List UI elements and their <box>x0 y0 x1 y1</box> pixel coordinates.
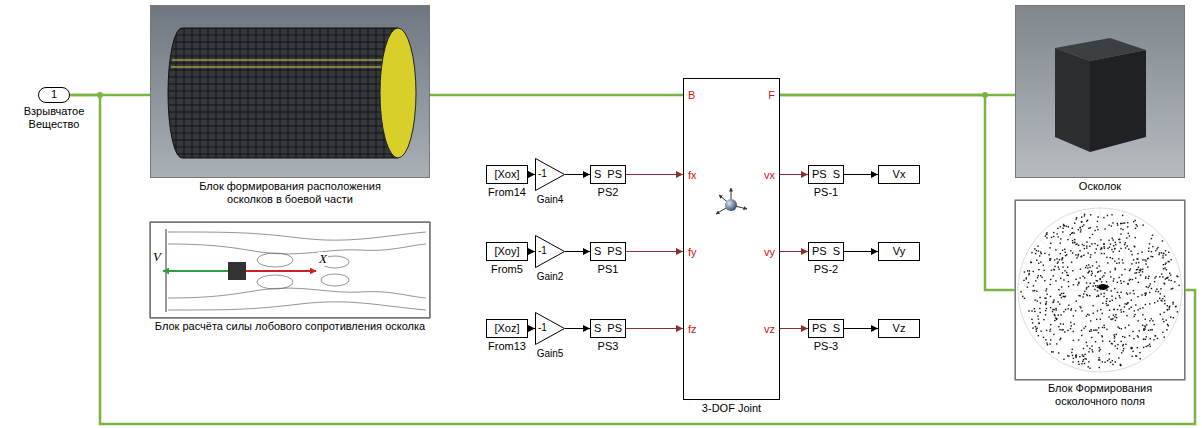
connector <box>70 95 1195 424</box>
block-text: [Xox] <box>494 168 519 181</box>
ps-s-converter: PSSPS-1 <box>808 165 844 184</box>
connector <box>780 251 808 252</box>
connector <box>528 174 535 175</box>
s-ps-converter: SPSPS2 <box>590 165 626 184</box>
block-label: Gain2 <box>537 271 564 283</box>
from-block: [Xox]From14 <box>486 165 528 184</box>
goto-block: Vz <box>878 319 920 338</box>
block-text: Vz <box>893 322 906 335</box>
goto-block: Vy <box>878 242 920 261</box>
connector <box>565 328 590 329</box>
from-block: [Xoz]From13 <box>486 319 528 338</box>
block-text: PS <box>607 322 622 335</box>
block-text: -1 <box>538 245 547 257</box>
port-label: F <box>768 89 775 102</box>
connector <box>528 328 535 329</box>
connector <box>780 174 808 175</box>
drag-block: Блок расчёта силы лобового сопротивления… <box>150 222 430 318</box>
block-text: Vy <box>893 245 905 258</box>
block-label: Блок формирования расположения осколков … <box>185 180 395 206</box>
port-label: B <box>688 89 695 102</box>
connector <box>528 251 535 252</box>
port-label: vx <box>764 169 775 182</box>
inport-block: 1Взрывчатое Вещество <box>38 87 70 103</box>
connector <box>844 174 878 175</box>
connector <box>844 328 878 329</box>
block-text: S <box>833 168 840 181</box>
joint-icon <box>716 188 747 214</box>
warhead-block: Блок формирования расположения осколков … <box>150 5 430 178</box>
block-text: 1 <box>51 88 57 101</box>
s-ps-converter: SPSPS3 <box>590 319 626 338</box>
block-label: PS-2 <box>814 263 838 276</box>
block-text: Vx <box>893 168 906 181</box>
block-text: PS <box>812 322 827 335</box>
port-label: fx <box>688 169 697 182</box>
figure-letter: V <box>152 250 162 264</box>
block-text: [Xoz] <box>494 322 519 335</box>
s-ps-converter: SPSPS1 <box>590 242 626 261</box>
block-label: PS1 <box>598 263 619 276</box>
block-label: PS-1 <box>814 186 838 199</box>
block-text: S <box>833 322 840 335</box>
block-label: PS2 <box>598 186 619 199</box>
block-label: Gain5 <box>537 348 564 360</box>
field-illustration <box>1015 200 1185 380</box>
block-label: 3-DOF Joint <box>702 402 761 415</box>
ps-s-converter: PSSPS-2 <box>808 242 844 261</box>
port-label: vy <box>764 246 775 259</box>
block-label: PS3 <box>598 340 619 353</box>
block-text: [Xoy] <box>494 245 519 258</box>
figure-letter: X <box>318 252 328 266</box>
from-block: [Xoy]From5 <box>486 242 528 261</box>
connector <box>430 94 683 97</box>
warhead-illustration <box>150 5 430 178</box>
connector <box>565 174 590 175</box>
connector <box>780 328 808 329</box>
gain-block: -1Gain5 <box>535 312 565 345</box>
port-label: fz <box>688 323 697 336</box>
connector <box>626 174 683 175</box>
block-label: From14 <box>488 186 526 199</box>
block-text: PS <box>607 245 622 258</box>
block-label: Взрывчатое Вещество <box>14 105 94 131</box>
block-label: Gain4 <box>537 194 564 206</box>
connector <box>565 251 590 252</box>
block-text: S <box>594 245 601 258</box>
block-text: PS <box>812 168 827 181</box>
block-text: PS <box>607 168 622 181</box>
block-label: From5 <box>491 263 523 276</box>
block-label: From13 <box>488 340 526 353</box>
port-label: vz <box>764 323 775 336</box>
field-block: Блок Формирования осколочного поля <box>1015 200 1185 380</box>
connector <box>780 95 1015 290</box>
gain-block: -1Gain2 <box>535 235 565 268</box>
connector <box>844 251 878 252</box>
block-text: -1 <box>538 168 547 180</box>
joint-block: BFfxfyfzvxvyvz3-DOF Joint <box>683 78 780 400</box>
goto-block: Vx <box>878 165 920 184</box>
block-text: -1 <box>538 322 547 334</box>
connector <box>626 328 683 329</box>
connector <box>626 251 683 252</box>
block-label: Блок расчёта силы лобового сопротивления… <box>155 320 425 333</box>
block-label: Осколок <box>1079 180 1121 193</box>
block-text: PS <box>812 245 827 258</box>
gain-block: -1Gain4 <box>535 158 565 191</box>
block-label: PS-3 <box>814 340 838 353</box>
drag-illustration <box>150 222 430 318</box>
block-text: S <box>594 168 601 181</box>
fragment-illustration <box>1015 5 1185 178</box>
block-text: S <box>833 245 840 258</box>
ps-s-converter: PSSPS-3 <box>808 319 844 338</box>
block-text: S <box>594 322 601 335</box>
block-label: Блок Формирования осколочного поля <box>1025 382 1175 408</box>
port-label: fy <box>688 246 697 259</box>
fragment-block: Осколок <box>1015 5 1185 178</box>
